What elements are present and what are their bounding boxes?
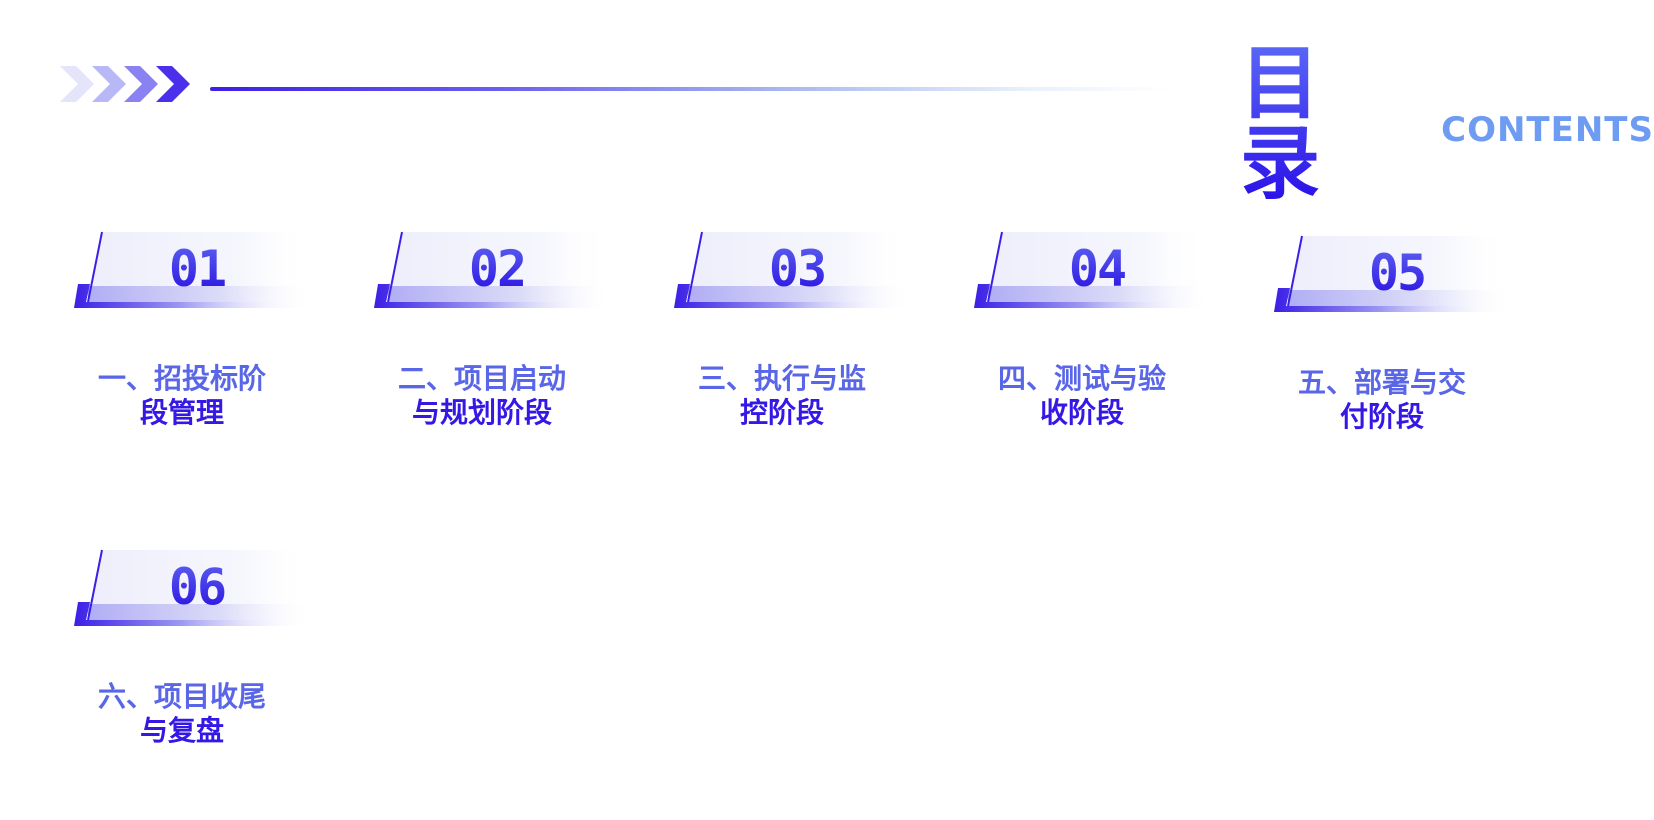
number-badge: 03 [672,230,912,312]
section-number: 06 [152,562,242,612]
section-card-02[interactable]: 02 二、项目启动 与规划阶段 [372,230,612,430]
number-badge: 05 [1272,234,1512,316]
section-card-05[interactable]: 05 五、部署与交 付阶段 [1272,234,1512,434]
section-number: 05 [1352,248,1442,298]
number-badge: 01 [72,230,312,312]
section-label: 四、测试与验 收阶段 [997,362,1166,429]
number-badge: 06 [72,548,312,630]
section-card-03[interactable]: 03 三、执行与监 控阶段 [672,230,912,430]
section-label: 三、执行与监 控阶段 [697,362,866,429]
page-title: 目 录 CONTENTS [1240,44,1654,204]
number-badge: 02 [372,230,612,312]
section-card-06[interactable]: 06 六、项目收尾 与复盘 [72,548,312,748]
section-label: 六、项目收尾 与复盘 [97,680,266,747]
title-chinese: 目 录 [1240,44,1449,204]
section-label: 五、部署与交 付阶段 [1297,366,1466,433]
section-card-01[interactable]: 01 一、招投标阶 段管理 [72,230,312,430]
section-card-04[interactable]: 04 四、测试与验 收阶段 [972,230,1212,430]
section-label: 二、项目启动 与规划阶段 [397,362,566,429]
section-label: 一、招投标阶 段管理 [97,362,266,429]
section-number: 01 [152,244,242,294]
section-number: 03 [752,244,842,294]
section-number: 02 [452,244,542,294]
chevron-arrows-icon [58,64,198,104]
number-badge: 04 [972,230,1212,312]
title-english: CONTENTS [1441,110,1654,150]
header-divider-line [210,87,1170,91]
section-number: 04 [1052,244,1142,294]
